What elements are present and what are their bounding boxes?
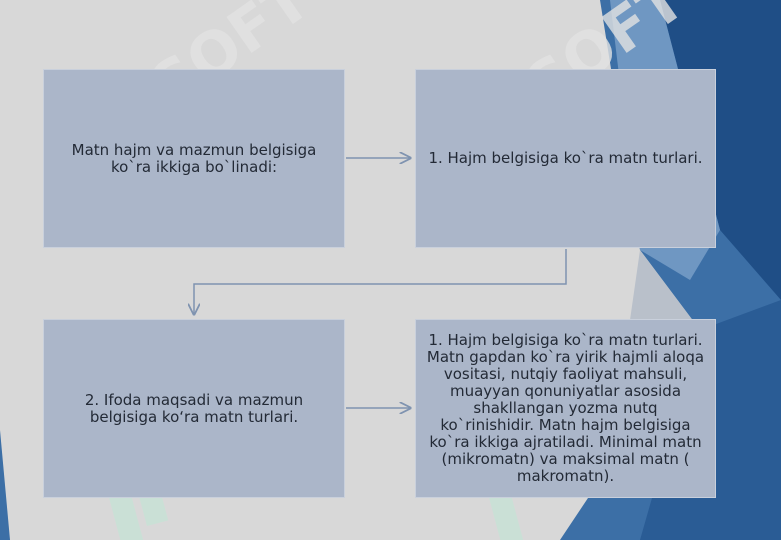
box-volume-description: 1. Hajm belgisiga ko`ra matn turlari. Ma… [415, 319, 716, 498]
box-text-division: Matn hajm va mazmun belgisiga ko`ra ikki… [43, 69, 345, 248]
blue-facet-left [0, 430, 10, 540]
box-volume-description-label: 1. Hajm belgisiga ko`ra matn turlari. Ma… [426, 331, 705, 485]
box-purpose-types-label: 2. Ifoda maqsadi va mazmun belgisiga ko‘… [84, 390, 304, 426]
box-text-division-label: Matn hajm va mazmun belgisiga ko`ra ikki… [71, 140, 317, 176]
box-purpose-types: 2. Ifoda maqsadi va mazmun belgisiga ko‘… [43, 319, 345, 498]
box-volume-types: 1. Hajm belgisiga ko`ra matn turlari. [415, 69, 716, 248]
box-volume-types-label: 1. Hajm belgisiga ko`ra matn turlari. [428, 149, 703, 167]
